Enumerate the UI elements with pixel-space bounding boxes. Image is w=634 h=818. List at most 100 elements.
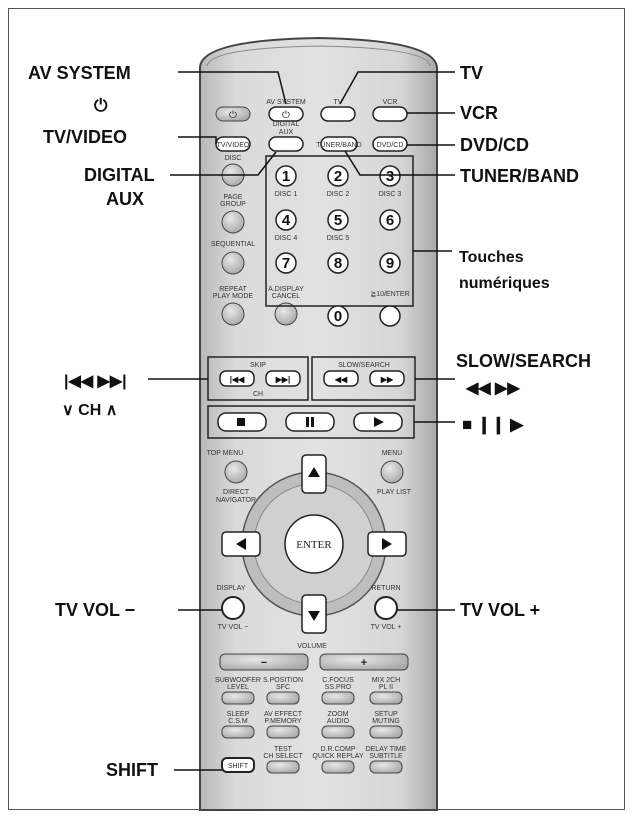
tuner-band-button[interactable]: TUNER/BAND [316, 136, 362, 152]
dvd-cd-button[interactable]: DVD/CD [372, 136, 408, 152]
sleep-csm-button[interactable]: SLEEP C.S.M [221, 711, 255, 739]
svg-text:1: 1 [282, 168, 290, 185]
svg-text:7: 7 [282, 255, 290, 272]
tv-button[interactable]: TV [320, 99, 356, 122]
svg-text:8: 8 [334, 255, 342, 272]
transport-callout: ■ ❙❙ ▶ [462, 415, 524, 435]
repeat-play-mode-button[interactable]: REPEAT PLAY MODE [213, 286, 254, 326]
s-position-sfc-button[interactable]: S.POSITION SFC [263, 677, 303, 705]
svg-text:⏻: ⏻ [282, 110, 290, 121]
left-arrow-button[interactable] [221, 531, 261, 557]
volume-up-button[interactable]: + [319, 653, 409, 671]
sequential-button[interactable]: SEQUENTIAL [211, 241, 255, 275]
pause-button[interactable] [285, 412, 335, 432]
svg-text:▶▶|: ▶▶| [275, 375, 291, 384]
av-effect-button[interactable]: AV EFFECT P.MEMORY [264, 711, 303, 739]
svg-text:QUICK REPLAY: QUICK REPLAY [312, 753, 364, 760]
aux-callout: AUX [106, 189, 144, 209]
digit-2-button[interactable]: 2 DISC 2 [327, 165, 350, 198]
stop-button[interactable] [217, 412, 267, 432]
subwoofer-level-button[interactable]: SUBWOOFER LEVEL [215, 677, 261, 705]
menu-button[interactable]: MENU PLAY LIST [377, 450, 412, 496]
svg-text:PAGE: PAGE [224, 194, 243, 201]
svg-text:DISPLAY: DISPLAY [216, 585, 245, 592]
svg-text:DISC 3: DISC 3 [379, 191, 402, 198]
top-menu-button[interactable]: TOP MENU DIRECT NAVIGATOR [207, 450, 256, 504]
zoom-audio-button[interactable]: ZOOM AUDIO [321, 711, 355, 739]
dr-comp-button[interactable]: D.R.COMP QUICK REPLAY [312, 746, 364, 774]
digital-aux-button[interactable]: DIGITAL AUX [268, 121, 304, 152]
tv-video-callout: TV/VIDEO [43, 127, 127, 147]
svg-text:SETUP: SETUP [374, 711, 398, 718]
svg-text:SUBTITLE: SUBTITLE [369, 753, 403, 760]
svg-text:TEST: TEST [274, 746, 293, 753]
svg-text:DELAY TIME: DELAY TIME [366, 746, 407, 753]
dvd-cd-callout: DVD/CD [460, 135, 529, 155]
shift-button[interactable]: SHIFT [221, 757, 255, 773]
skip-prev-button[interactable]: |◀◀ [219, 370, 255, 387]
page-group-button[interactable]: PAGE GROUP [220, 194, 246, 234]
test-ch-select-button[interactable]: TEST CH SELECT [263, 746, 303, 774]
digit-5-button[interactable]: 5 DISC 5 [327, 209, 350, 242]
tv-vol-minus-callout: TV VOL − [55, 600, 135, 620]
skip-next-button[interactable]: ▶▶| [265, 370, 301, 387]
digit-8-button[interactable]: 8 [327, 252, 349, 274]
ch-callout: ∨ CH ∧ [62, 402, 117, 419]
volume-down-button[interactable]: − [219, 653, 309, 671]
svg-text:C.S.M: C.S.M [228, 718, 248, 725]
c-focus-ss-pro-button[interactable]: C.FOCUS SS.PRO [321, 677, 355, 705]
svg-text:−: − [261, 657, 267, 669]
power-button[interactable]: ⏻ [215, 106, 251, 122]
display-cancel-button[interactable]: A.DISPLAY CANCEL [268, 286, 304, 326]
svg-text:MUTING: MUTING [372, 718, 400, 725]
svg-text:DVD/CD: DVD/CD [377, 142, 404, 149]
digit-0-button[interactable]: 0 [327, 305, 349, 327]
play-button[interactable] [353, 412, 403, 432]
svg-text:4: 4 [282, 212, 291, 229]
digit-1-button[interactable]: 1 DISC 1 [275, 165, 298, 198]
vcr-callout: VCR [460, 103, 498, 123]
mix-2ch-button[interactable]: MIX 2CH PL II [369, 677, 403, 705]
svg-text:S.POSITION: S.POSITION [263, 677, 303, 684]
svg-text:6: 6 [386, 212, 394, 229]
disc-button[interactable]: DISC [221, 155, 245, 187]
shift-callout: SHIFT [106, 760, 158, 780]
svg-text:⏻: ⏻ [229, 110, 237, 121]
svg-text:CANCEL: CANCEL [272, 293, 301, 300]
tv-video-button[interactable]: TV/VIDEO [215, 136, 251, 152]
svg-text:RETURN: RETURN [371, 585, 400, 592]
vcr-button[interactable]: VCR [372, 99, 408, 122]
svg-text:CH SELECT: CH SELECT [263, 753, 303, 760]
svg-text:PLAY LIST: PLAY LIST [377, 489, 412, 496]
digit-3-button[interactable]: 3 DISC 3 [379, 165, 402, 198]
svg-text:◀◀: ◀◀ [334, 375, 348, 384]
svg-text:GROUP: GROUP [220, 201, 246, 208]
setup-muting-button[interactable]: SETUP MUTING [369, 711, 403, 739]
svg-text:≧10/ENTER: ≧10/ENTER [370, 291, 409, 298]
tv-vol-minus-button[interactable]: DISPLAY TV VOL − [216, 585, 248, 631]
digit-6-button[interactable]: 6 [379, 209, 401, 231]
svg-text:MENU: MENU [382, 450, 403, 457]
up-arrow-button[interactable] [301, 454, 327, 494]
digit-4-button[interactable]: 4 DISC 4 [275, 209, 298, 242]
enter-button[interactable]: ENTER [284, 514, 344, 574]
leader-lines [148, 71, 455, 771]
tv-vol-plus-button[interactable]: RETURN TV VOL + [371, 585, 402, 631]
svg-text:SHIFT: SHIFT [228, 763, 249, 770]
digit-7-button[interactable]: 7 [275, 252, 297, 274]
delay-time-button[interactable]: DELAY TIME SUBTITLE [366, 746, 407, 774]
right-arrow-button[interactable] [367, 531, 407, 557]
svg-text:2: 2 [334, 168, 342, 185]
fast-forward-button[interactable]: ▶▶ [369, 370, 405, 387]
svg-text:PLAY MODE: PLAY MODE [213, 293, 254, 300]
skip-arrows-callout: |◀◀ ▶▶| [64, 373, 127, 390]
svg-text:VCR: VCR [383, 99, 398, 106]
down-arrow-button[interactable] [301, 594, 327, 634]
digit-9-button[interactable]: 9 [379, 252, 401, 274]
enter-10-button[interactable]: ≧10/ENTER [370, 291, 410, 327]
rewind-button[interactable]: ◀◀ [323, 370, 359, 387]
numeriques-callout: numériques [459, 275, 550, 292]
svg-text:C.FOCUS: C.FOCUS [322, 677, 354, 684]
svg-text:0: 0 [334, 308, 342, 325]
